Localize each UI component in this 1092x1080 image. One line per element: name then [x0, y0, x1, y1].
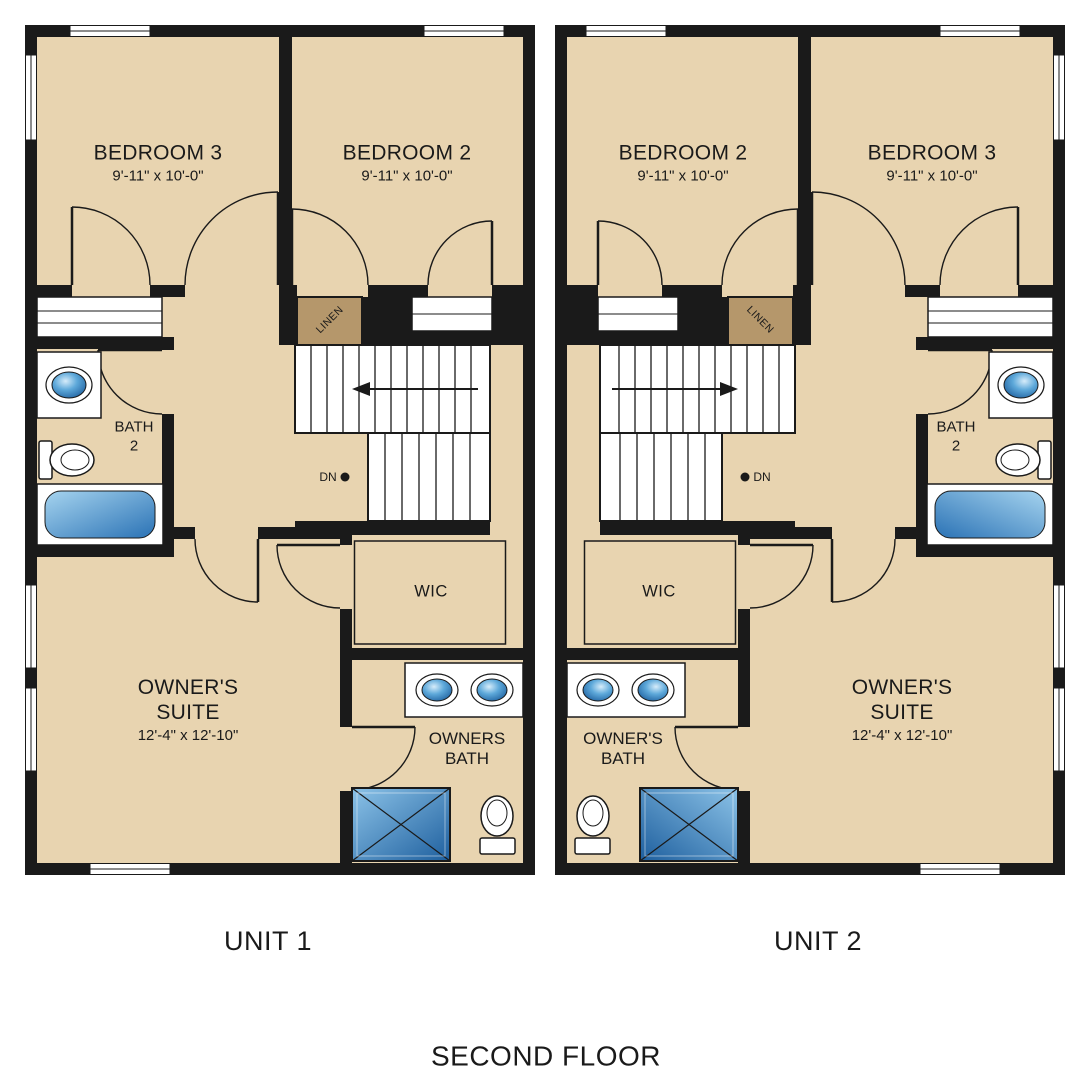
- unit2-title: UNIT 2: [774, 926, 862, 958]
- unit1-owners-suite-label: OWNER'S SUITE 12'-4" x 12'-10": [138, 676, 239, 744]
- unit1-wic-text: WIC: [414, 582, 448, 601]
- unit2-suite-line1: OWNER'S: [851, 675, 953, 699]
- unit1-bath2-line2: 2: [129, 437, 139, 454]
- unit1-wic-label: WIC: [414, 582, 448, 601]
- unit2-bedroom3-dims: 9'-11" x 10'-0": [886, 167, 978, 185]
- unit2-bath2-line2: 2: [951, 437, 961, 454]
- unit2-owners-suite-label: OWNER'S SUITE 12'-4" x 12'-10": [852, 676, 953, 744]
- unit2-dn-label: DN: [753, 470, 770, 484]
- unit1-dn-label: DN: [319, 470, 336, 484]
- unit2-title-text: UNIT 2: [773, 926, 863, 957]
- unit1-dn-text: DN: [319, 469, 337, 484]
- unit2-wic-label: WIC: [642, 582, 676, 601]
- unit2-bedroom3-name: BEDROOM 3: [867, 141, 997, 165]
- unit1-bedroom3-label: BEDROOM 3 9'-11" x 10'-0": [94, 141, 223, 184]
- unit1-suite-dims: 12'-4" x 12'-10": [137, 726, 239, 744]
- unit1-title: UNIT 1: [224, 926, 312, 958]
- unit2-obath-line1: OWNER'S: [583, 728, 663, 748]
- unit1-suite-line2: SUITE: [156, 700, 220, 724]
- unit1-bath2-label: BATH 2: [115, 418, 154, 456]
- floor-plan-svg: [23, 23, 1067, 877]
- unit2-dn-text: DN: [753, 469, 771, 484]
- unit2-owners-bath-label: OWNER'S BATH: [583, 729, 663, 769]
- unit1-bedroom3-name: BEDROOM 3: [93, 141, 223, 165]
- floor-title-text: SECOND FLOOR: [430, 1040, 662, 1072]
- unit1-suite-line1: OWNER'S: [137, 675, 239, 699]
- unit2-bath2-label: BATH 2: [937, 418, 976, 456]
- unit1-title-text: UNIT 1: [223, 926, 313, 957]
- unit2-suite-dims: 12'-4" x 12'-10": [851, 726, 953, 744]
- unit2-bath2-line1: BATH: [936, 418, 976, 436]
- unit1-bath2-line1: BATH: [114, 418, 154, 436]
- unit1-obath-line2: BATH: [444, 749, 490, 768]
- unit2-obath-line2: BATH: [600, 749, 646, 768]
- unit1-bedroom2-label: BEDROOM 2 9'-11" x 10'-0": [343, 141, 472, 184]
- unit2-suite-line2: SUITE: [870, 700, 934, 724]
- unit2-bedroom2-label: BEDROOM 2 9'-11" x 10'-0": [619, 141, 748, 184]
- unit1-owners-bath-label: OWNERS BATH: [429, 729, 506, 769]
- unit1-bedroom2-name: BEDROOM 2: [342, 141, 472, 165]
- floor-title: SECOND FLOOR: [431, 1039, 661, 1072]
- unit2-bedroom2-dims: 9'-11" x 10'-0": [637, 167, 729, 185]
- unit2-bedroom2-name: BEDROOM 2: [618, 141, 748, 165]
- unit2-wic-text: WIC: [642, 582, 676, 601]
- unit2-bedroom3-label: BEDROOM 3 9'-11" x 10'-0": [868, 141, 997, 184]
- unit1-bedroom3-dims: 9'-11" x 10'-0": [112, 167, 204, 185]
- unit1-bedroom2-dims: 9'-11" x 10'-0": [361, 167, 453, 185]
- unit1-obath-line1: OWNERS: [428, 728, 506, 748]
